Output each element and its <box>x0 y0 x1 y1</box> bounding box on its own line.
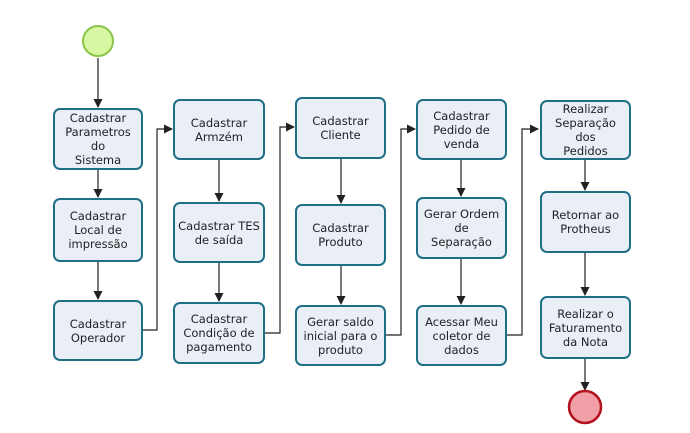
task-label: Realizar Separação dos Pedidos <box>555 102 616 158</box>
start-event <box>82 25 114 57</box>
task-cadastrar-parametros: Cadastrar Parametros do Sistema <box>53 108 143 170</box>
task-cadastrar-armazem: Cadastrar Armzém <box>173 99 265 160</box>
task-label: Cadastrar Parametros do Sistema <box>65 111 131 167</box>
task-cadastrar-local-impressao: Cadastrar Local de impressão <box>53 198 143 262</box>
task-acessar-coletor-dados: Acessar Meu coletor de dados <box>416 305 507 366</box>
task-realizar-faturamento-nota: Realizar o Faturamento da Nota <box>540 296 631 359</box>
task-label: Acessar Meu coletor de dados <box>425 314 498 357</box>
connector-task9-to-task10 <box>385 124 416 336</box>
end-event <box>567 389 603 425</box>
task-cadastrar-produto: Cadastrar Produto <box>295 204 386 266</box>
task-label: Cadastrar Cliente <box>312 114 369 142</box>
connector-task6-to-task7 <box>265 122 295 334</box>
task-cadastrar-tes: Cadastrar TES de saída <box>173 202 265 263</box>
task-label: Cadastrar Produto <box>312 221 369 249</box>
task-realizar-separacao-pedidos: Realizar Separação dos Pedidos <box>540 100 631 160</box>
task-label: Realizar o Faturamento da Nota <box>548 306 623 349</box>
task-label: Cadastrar Operador <box>69 316 127 345</box>
task-gerar-ordem-separacao: Gerar Ordem de Separação <box>416 197 507 259</box>
task-retornar-protheus: Retornar ao Protheus <box>540 191 631 253</box>
task-gerar-saldo-inicial: Gerar saldo inicial para o produto <box>295 305 386 366</box>
task-cadastrar-condicao-pagamento: Cadastrar Condição de pagamento <box>173 302 265 364</box>
task-label: Cadastrar Pedido de venda <box>433 108 490 151</box>
task-label: Cadastrar Armzém <box>190 115 248 144</box>
connector-task3-to-task4 <box>143 124 173 331</box>
task-label: Gerar saldo inicial para o produto <box>303 314 378 357</box>
task-cadastrar-operador: Cadastrar Operador <box>53 300 143 361</box>
task-cadastrar-cliente: Cadastrar Cliente <box>295 97 386 159</box>
task-label: Retornar ao Protheus <box>551 208 620 236</box>
task-cadastrar-pedido-venda: Cadastrar Pedido de venda <box>416 99 507 160</box>
task-label: Gerar Ordem de Separação <box>423 207 500 249</box>
task-label: Cadastrar Condição de pagamento <box>183 312 255 354</box>
task-label: Cadastrar Local de impressão <box>68 209 128 251</box>
task-label: Cadastrar TES de saída <box>178 218 260 247</box>
connector-task12-to-task13 <box>507 124 539 336</box>
